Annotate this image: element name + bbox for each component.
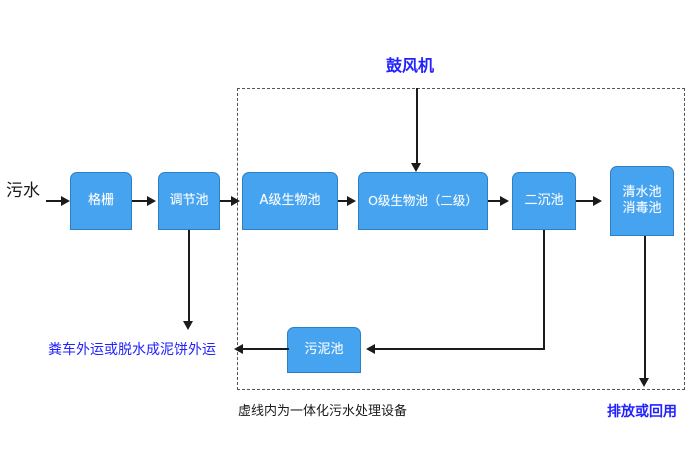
o-stage-to-secondary-arrowhead xyxy=(500,196,509,206)
secondary-to-sludge-horizontal xyxy=(375,348,545,350)
regulating-to-a-stage-arrowhead xyxy=(231,196,240,206)
inlet-to-grating-arrowhead xyxy=(61,196,70,206)
inlet-to-grating-line xyxy=(46,200,62,202)
node-grating[interactable]: 格栅 xyxy=(70,172,132,230)
blower-to-o-stage-arrowhead xyxy=(411,163,421,172)
node-clearwater-disinfection[interactable]: 清水池 消毒池 xyxy=(610,166,674,236)
node-o-stage-bioreactor[interactable]: O级生物池（二级） xyxy=(358,172,488,230)
regulating-to-a-stage-line xyxy=(220,200,234,202)
clearwater-to-discharge-arrowhead xyxy=(639,378,649,387)
inlet-label: 污水 xyxy=(6,181,40,201)
grating-to-regulating-line xyxy=(132,200,148,202)
clearwater-to-discharge-line xyxy=(644,236,646,379)
sludge-to-disposal-arrowhead xyxy=(234,344,243,354)
secondary-to-clearwater-arrowhead xyxy=(593,196,602,206)
blower-to-o-stage-line xyxy=(416,88,418,164)
discharge-reuse-label: 排放或回用 xyxy=(607,404,677,420)
regulating-to-disposal-arrowhead xyxy=(183,321,193,330)
a-stage-to-o-stage-line xyxy=(338,200,349,202)
integrated-equipment-enclosure xyxy=(237,88,685,390)
node-regulating-tank[interactable]: 调节池 xyxy=(158,172,220,230)
node-secondary-sedimentation[interactable]: 二沉池 xyxy=(512,172,576,230)
secondary-to-sludge-vertical xyxy=(543,230,545,349)
node-a-stage-bioreactor[interactable]: A级生物池 xyxy=(242,172,338,230)
regulating-to-disposal-line xyxy=(188,230,190,322)
secondary-to-sludge-arrowhead xyxy=(366,344,375,354)
enclosure-caption: 虚线内为一体化污水处理设备 xyxy=(238,404,408,419)
node-sludge-tank[interactable]: 污泥池 xyxy=(287,327,361,373)
sludge-disposal-label: 粪车外运或脱水成泥饼外运 xyxy=(48,342,216,358)
a-stage-to-o-stage-arrowhead xyxy=(347,196,356,206)
o-stage-to-secondary-line xyxy=(488,200,502,202)
grating-to-regulating-arrowhead xyxy=(147,196,156,206)
blower-label: 鼓风机 xyxy=(386,56,435,75)
secondary-to-clearwater-line xyxy=(576,200,594,202)
sludge-to-disposal-line xyxy=(243,348,289,350)
